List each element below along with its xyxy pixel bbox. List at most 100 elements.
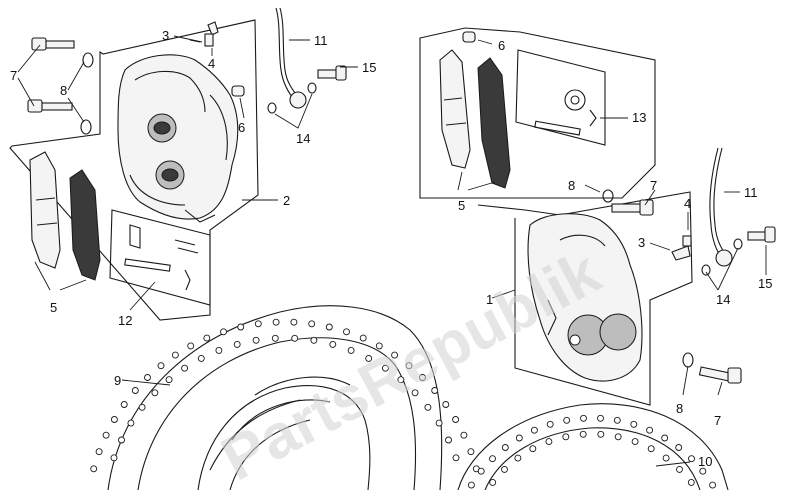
disc-hole [467, 448, 475, 456]
right-caliper-bolt-lower [698, 366, 742, 384]
disc-hole [477, 467, 485, 475]
disc-hole [359, 334, 367, 342]
disc-hole [187, 342, 195, 350]
callout-8-left: 8 [60, 83, 67, 98]
front-brake-disc-left [90, 305, 480, 490]
disc-hole [347, 346, 355, 354]
callout-14-left: 14 [296, 131, 310, 146]
disc-hole [325, 323, 333, 331]
disc-hole [237, 323, 245, 331]
disc-hole [563, 416, 571, 424]
callout-5-left: 5 [50, 300, 57, 315]
disc-hole [687, 478, 695, 486]
disc-hole [397, 376, 405, 384]
callout-7-right-upper: 7 [650, 178, 657, 193]
disc-hole [329, 340, 337, 348]
disc-hole [435, 419, 443, 427]
left-caliper-bolt-upper [31, 37, 75, 51]
right-caliper-bolt-upper [611, 199, 654, 216]
disc-hole [197, 354, 205, 362]
disc-hole [445, 436, 452, 444]
disc-hole [630, 420, 638, 428]
disc-hole [530, 426, 538, 434]
disc-hole [646, 426, 654, 434]
callout-3-right: 3 [638, 235, 645, 250]
disc-hole [118, 436, 125, 444]
front-brake-disc-right [457, 403, 729, 490]
disc-hole [252, 336, 260, 344]
disc-hole [501, 444, 509, 451]
callout-8-right-upper: 8 [568, 178, 575, 193]
disc-hole [138, 403, 146, 411]
right-pad-box-outline [419, 27, 656, 199]
disc-hole [411, 389, 419, 397]
disc-hole [308, 320, 316, 328]
watermark: PartsRepublik [211, 237, 612, 490]
disc-hole [431, 387, 439, 394]
disc-hole [613, 416, 621, 424]
left-washer-lower [80, 119, 92, 135]
disc-hole [405, 362, 413, 370]
disc-hole [203, 334, 211, 342]
disc-hole [661, 434, 669, 442]
disc-hole [515, 434, 523, 442]
right-caliper-box-outline [477, 191, 693, 406]
disc-hole [529, 445, 537, 453]
disc-hole [676, 465, 683, 473]
disc-hole [647, 445, 655, 453]
callout-15-left: 15 [362, 60, 376, 75]
left-brake-pads [29, 151, 101, 281]
left-caliper-group [9, 7, 347, 321]
disc-hole [271, 334, 279, 342]
disc-hole [597, 430, 605, 438]
disc-hole [452, 454, 460, 462]
callout-6-left: 6 [238, 120, 245, 135]
disc-hole [272, 318, 280, 326]
disc-hole [95, 448, 103, 456]
disc-hole [419, 374, 426, 381]
disc-hole [580, 414, 587, 422]
disc-hole [381, 364, 389, 372]
disc-hole [102, 431, 110, 439]
callout-7-left: 7 [10, 68, 17, 83]
callout-13: 13 [632, 110, 646, 125]
disc-hole [514, 454, 522, 462]
callout-9: 9 [114, 373, 121, 388]
callout-11-left: 11 [314, 33, 328, 48]
disc-hole [424, 403, 432, 411]
callout-14-right: 14 [716, 292, 730, 307]
disc-hole [171, 351, 179, 359]
disc-hole [127, 419, 135, 427]
leader-lines [17, 35, 767, 467]
disc-hole [290, 318, 298, 326]
callout-12: 12 [118, 313, 132, 328]
disc-hole [151, 389, 159, 397]
disc-hole [254, 320, 262, 328]
disc-hole [220, 328, 227, 336]
disc-hole [614, 433, 622, 441]
disc-hole [460, 431, 468, 439]
right-pad-kit [515, 49, 606, 146]
right-plug [462, 31, 476, 43]
left-group-outline [9, 19, 259, 321]
disc-hole [452, 416, 460, 423]
right-washer-upper [602, 189, 614, 203]
right-brake-pads [439, 49, 511, 189]
disc-hole [489, 455, 496, 463]
disc-hole [391, 351, 399, 359]
disc-hole [699, 467, 707, 475]
disc-hole [597, 414, 604, 422]
left-plug [231, 85, 245, 97]
disc-hole [546, 420, 554, 428]
callout-1: 1 [486, 292, 493, 307]
disc-hole [365, 354, 373, 362]
callout-5-right: 5 [458, 198, 465, 213]
disc-hole [688, 455, 695, 463]
disc-hole [90, 465, 98, 473]
disc-hole [110, 454, 118, 462]
callout-4-right: 4 [684, 196, 691, 211]
callout-4-left: 4 [208, 56, 215, 71]
right-caliper-group [419, 27, 776, 406]
right-bleed-screw [671, 235, 692, 261]
disc-hole [120, 401, 128, 408]
